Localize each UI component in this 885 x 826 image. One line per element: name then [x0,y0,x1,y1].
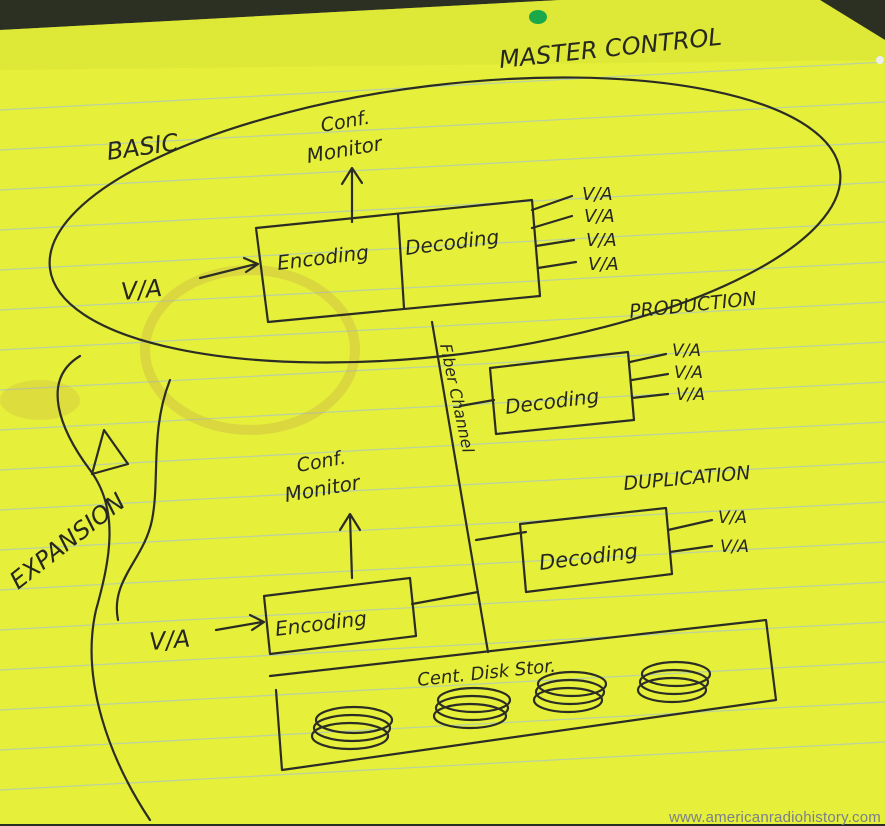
disk-stack-3 [532,670,608,714]
expansion-curve-left [56,354,152,822]
fiber-channel-line [430,320,490,654]
va-out-production-2: V/A [674,363,703,383]
disk-storage-frame [268,618,778,772]
va-out-master-1: V/A [582,184,613,205]
va-input-top-label: V/A [120,274,164,306]
master-codec-box [254,198,542,324]
watermark-text: www.americanradiohistory.com [668,809,881,826]
va-out-master-4: V/A [588,254,619,275]
va-input-bottom-label: V/A [148,625,191,656]
va-out-production-3: V/A [676,385,705,405]
va-out-production-1: V/A [672,341,701,361]
va-out-duplication-1: V/A [718,508,747,528]
disk-stack-2 [432,686,512,730]
disk-stack-4 [636,660,712,704]
production-decoder-box [488,350,636,436]
va-out-duplication-2: V/A [720,537,749,557]
ruled-lines [0,61,885,791]
expansion-triangle [90,428,130,476]
va-out-master-2: V/A [584,206,615,227]
master-output-arrows: V/A V/A V/A V/A [530,184,619,275]
duplication-decoder-box [518,506,674,594]
disk-stack-1 [310,705,394,751]
green-marker-dot [529,10,547,24]
master-control-boundary [48,76,842,364]
bottom-encoder-box [262,576,418,656]
va-out-master-3: V/A [586,230,617,251]
expansion-curve-right [115,378,172,622]
